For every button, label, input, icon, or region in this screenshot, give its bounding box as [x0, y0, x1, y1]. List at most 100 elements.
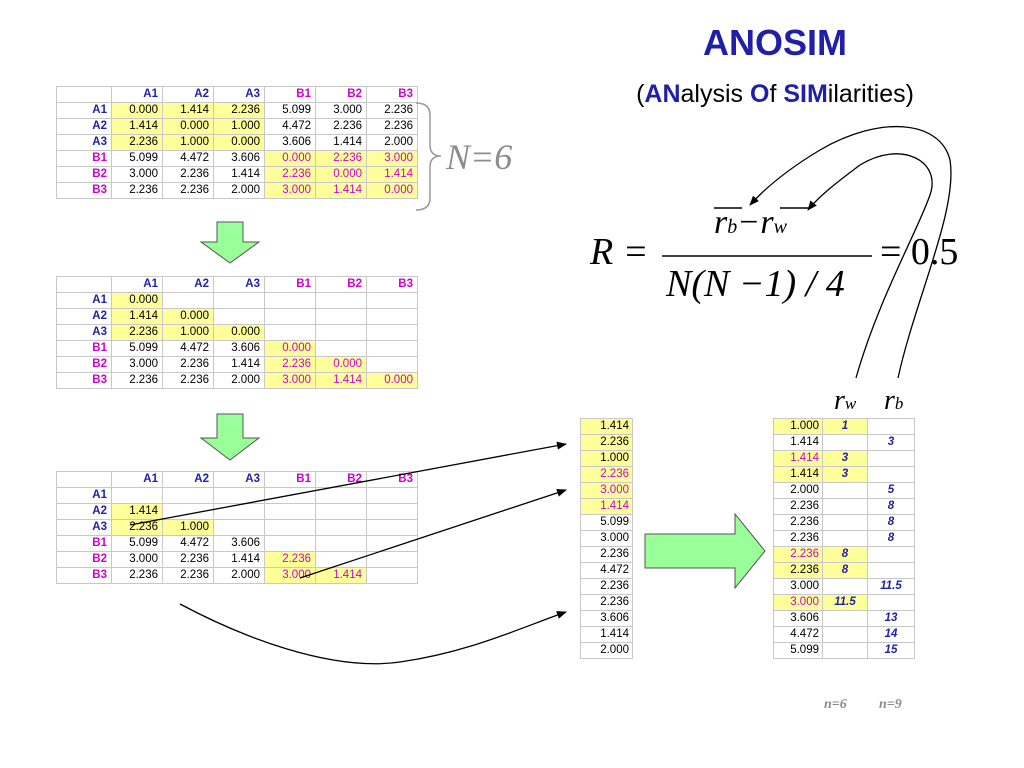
- matrix-cell: 3.000: [264, 182, 316, 199]
- matrix-cell: 2.000: [213, 182, 265, 199]
- arrow-rb-to-formula: [749, 125, 952, 379]
- matrix-cell: 2.236: [111, 134, 163, 151]
- matrix-cell: 1.000: [162, 324, 214, 341]
- unsorted-distance: 5.099: [580, 514, 633, 531]
- sorted-distance: 3.000: [773, 594, 823, 611]
- unsorted-distance: 1.000: [580, 450, 633, 467]
- matrix-cell: 1.414: [366, 166, 418, 183]
- matrix-cell: 1.414: [315, 372, 367, 389]
- matrix-cell: 0.000: [366, 182, 418, 199]
- matrix-cell: 3.000: [264, 567, 316, 584]
- subtitle-ilarities: ilarities: [827, 80, 906, 108]
- matrix-cell: 1.414: [315, 567, 367, 584]
- formula-r: R =: [590, 230, 648, 274]
- unsorted-distance: 3.606: [580, 610, 633, 627]
- unsorted-distance: 1.414: [580, 626, 633, 643]
- num-rb-sub: b: [727, 216, 738, 238]
- sorted-distance: 1.414: [773, 466, 823, 483]
- num-rb: r: [714, 204, 728, 241]
- matrix-cell: 5.099: [111, 150, 163, 167]
- subtitle-alysis: alysis: [680, 80, 750, 108]
- subtitle-f: f: [769, 80, 784, 108]
- column-header: B1: [264, 86, 316, 103]
- rw-column-label: rw: [834, 385, 856, 417]
- matrix-cell: 2.000: [213, 372, 265, 389]
- sort-arrow-icon: [644, 512, 766, 590]
- matrix-cell: 3.000: [111, 551, 163, 568]
- num-rw: r: [760, 204, 774, 241]
- matrix-cell: 2.236: [111, 372, 163, 389]
- matrix-cell: 0.000: [162, 308, 214, 325]
- rw-label-sub: w: [844, 394, 857, 413]
- matrix-cell: 0.000: [264, 150, 316, 167]
- unsorted-distance: 2.236: [580, 546, 633, 563]
- unsorted-distance: 1.414: [580, 498, 633, 515]
- subtitle-paren-open: (: [636, 80, 645, 108]
- matrix-cell: 2.236: [315, 118, 367, 135]
- rank-within: 11.5: [822, 594, 868, 611]
- matrix-cell: 2.236: [162, 372, 214, 389]
- matrix-cell: 0.000: [162, 118, 214, 135]
- unsorted-distance: 2.236: [580, 466, 633, 483]
- row-header: B3: [56, 372, 112, 389]
- num-rw-sub: w: [773, 216, 787, 238]
- arrow-within-b: [299, 489, 567, 579]
- matrix-cell: 2.236: [111, 567, 163, 584]
- subtitle-an: AN: [644, 80, 681, 108]
- unsorted-distance: 2.236: [580, 578, 633, 595]
- row-header: A2: [56, 118, 112, 135]
- formula-lhs: R: [590, 231, 614, 273]
- matrix-cell: 2.236: [111, 324, 163, 341]
- matrix-cell: 3.000: [264, 372, 316, 389]
- matrix-cell: 1.414: [111, 503, 163, 520]
- down-arrow-icon: [199, 221, 261, 264]
- sorted-distance: 4.472: [773, 626, 823, 643]
- matrix-cell: 2.236: [162, 356, 214, 373]
- unsorted-distance: 2.000: [580, 642, 633, 659]
- n-equals-label: N=6: [446, 137, 513, 177]
- formula-eq: =: [622, 231, 649, 273]
- rb-column-label: rb: [884, 385, 903, 417]
- matrix-cell: 4.472: [162, 150, 214, 167]
- row-header: B2: [56, 166, 112, 183]
- slide-subtitle: (ANalysis Of SIMilarities): [580, 80, 970, 109]
- column-header: B1: [264, 471, 316, 488]
- arrow-rw-to-formula: [807, 153, 933, 379]
- matrix-cell: 0.000: [264, 340, 316, 357]
- sorted-distance: 2.236: [773, 546, 823, 563]
- arrow-between: [179, 603, 567, 665]
- row-header: B3: [56, 182, 112, 199]
- rb-label-sub: b: [894, 394, 904, 413]
- row-header: B3: [56, 567, 112, 584]
- down-arrow-icon: [199, 413, 261, 461]
- matrix-cell: 3.606: [213, 535, 265, 552]
- num-minus: −: [739, 204, 759, 241]
- matrix-cell-empty: [366, 567, 418, 584]
- rank-between: 14: [867, 626, 915, 643]
- brace-icon: [415, 102, 442, 211]
- sorted-distance: 2.236: [773, 498, 823, 515]
- subtitle-sim: SIM: [783, 80, 828, 108]
- slide-title: ANOSIM: [703, 22, 847, 63]
- rank-within: 1: [822, 418, 868, 435]
- n-between-label: n=9: [879, 697, 902, 712]
- rank-within: 3: [822, 466, 868, 483]
- matrix-cell: 0.000: [315, 166, 367, 183]
- matrix-cell: 2.236: [162, 567, 214, 584]
- formula-result: = 0.5: [880, 231, 959, 273]
- rank-within: 3: [822, 450, 868, 467]
- subtitle-o: O: [749, 80, 770, 108]
- arrow-within-a: [129, 441, 567, 526]
